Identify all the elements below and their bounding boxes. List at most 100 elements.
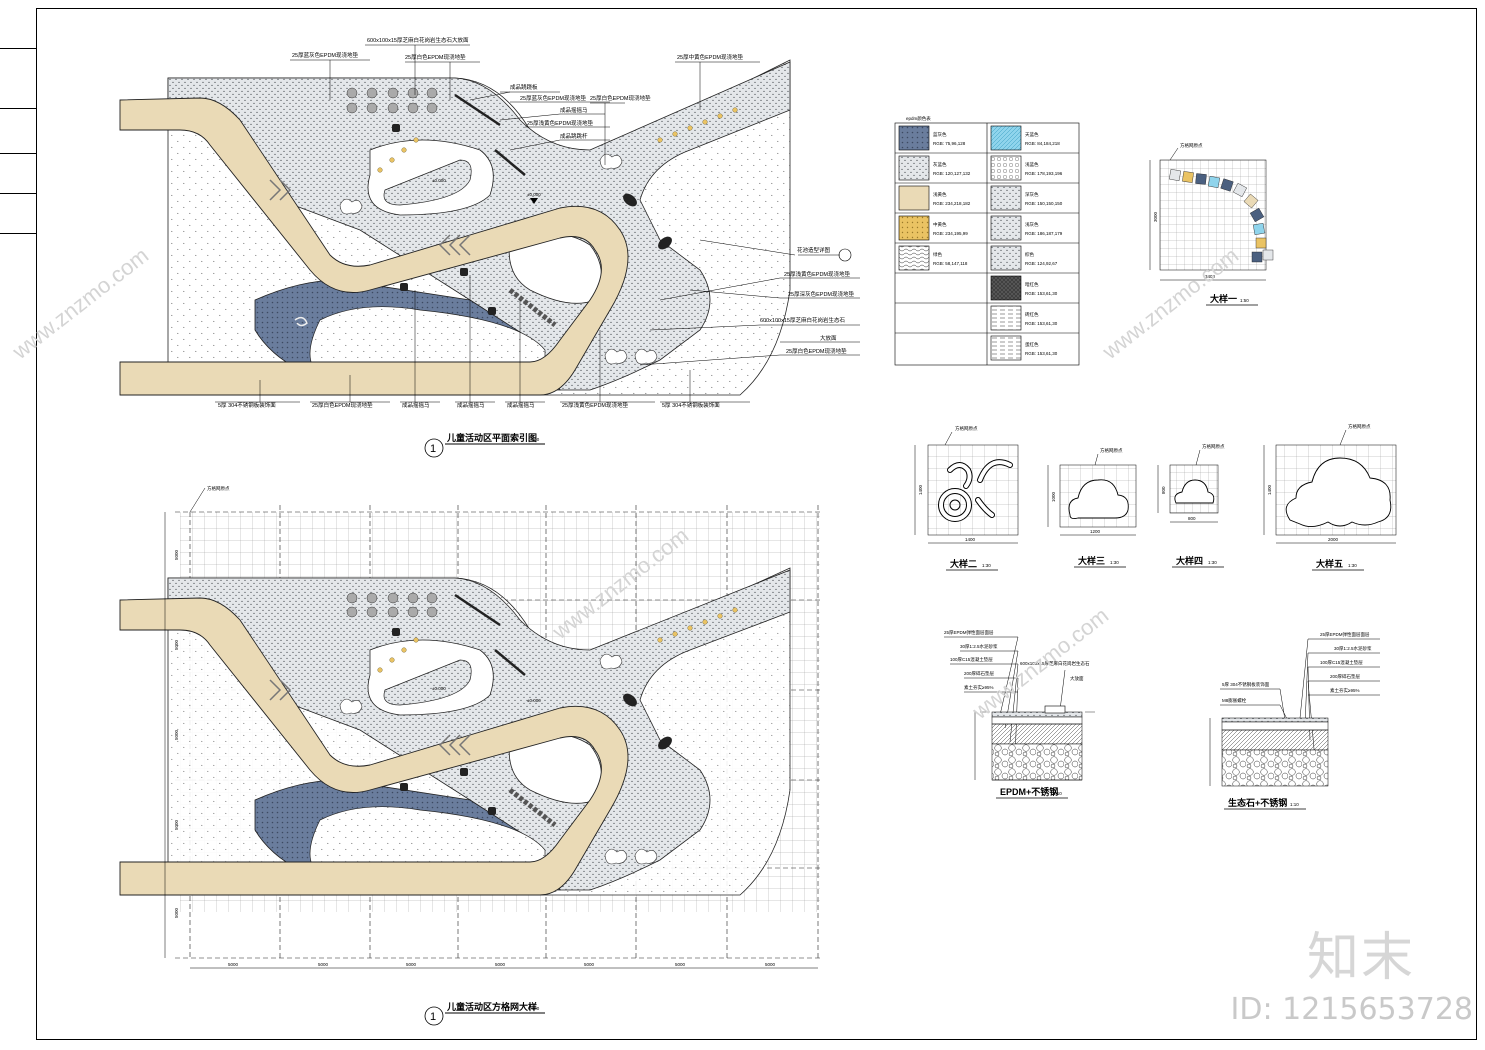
legend-swatch-0 <box>898 125 930 151</box>
plan2-elevation-1: ±0.000 <box>432 686 446 691</box>
label-top-6: 成品摇摇马 <box>560 106 588 114</box>
plan1-title: 儿童活动区平面索引图 <box>446 432 537 443</box>
detail2-origin: 方格网原点 <box>955 425 978 432</box>
wm-site-1: www.znzmo.com <box>7 243 153 365</box>
legend-swatch-6 <box>898 215 930 241</box>
label-top-1: 25厚蓝灰色EPDM现浇地垫 <box>292 51 359 59</box>
legend-rgb-7: RGB: 186,187,179 <box>1025 231 1063 236</box>
label-top-8: 成品跳跳杆 <box>560 132 588 140</box>
dim-b-1: 5000 <box>318 962 329 967</box>
detail2-width: 1400 <box>965 537 976 542</box>
legend-rgb-3: RGB: 178,193,196 <box>1025 171 1063 176</box>
legend-rgb-6: RGB: 234,195,99 <box>933 231 968 236</box>
detail1-origin: 方格网原点 <box>1180 142 1203 149</box>
detail4-title: 大样四 <box>1176 555 1203 566</box>
legend-name-7: 浅灰色 <box>1025 221 1039 228</box>
label-top-3: 25厚中黄色EPDM现浇地垫 <box>677 53 744 61</box>
plan-grid-drawing: ±0.000 ±0.000 方格网原点 <box>119 485 822 960</box>
s1-layer-4: 素土夯实≥95% <box>964 684 993 691</box>
label-right-3: 600x100x15厚芝麻白花岗岩生态石 <box>760 316 845 324</box>
label-top-2: 25厚白色EPDM现浇地垫 <box>405 53 466 61</box>
plan2-title: 儿童活动区方格网大样 <box>446 1001 537 1012</box>
label-right-4: 大放面 <box>820 334 837 342</box>
s2-side-1: M8膨胀螺栓 <box>1222 697 1247 704</box>
detail1-scale: 1:50 <box>1240 298 1249 303</box>
plan2-caption: 1 儿童活动区方格网大样 1:100 <box>424 1001 545 1026</box>
detail1-width: 3400 <box>1205 274 1216 279</box>
legend-name-3: 浅蓝色 <box>1025 161 1039 167</box>
label-bottom-1: 25厚白色EPDM现浇地垫 <box>312 401 373 409</box>
s1-layer-0: 25厚EPDM弹性面层面层 <box>944 629 994 636</box>
section-ecostone: 25厚EPDM弹性面层面层 30厚1:2.5水泥砂浆 100厚C15混凝土垫层 … <box>1209 631 1380 810</box>
s1-layer-3: 200厚碎石垫层 <box>964 670 995 677</box>
legend-rgb-5: RGB: 150,150,150 <box>1025 201 1063 206</box>
dim-b-2: 5000 <box>406 962 417 967</box>
legend-swatch-3 <box>990 155 1022 181</box>
legend-swatch-4 <box>898 185 930 211</box>
legend-name-15: 蛋红色 <box>1025 341 1039 348</box>
legend-rgb-1: RGB: 84,184,218 <box>1025 141 1060 146</box>
detail5-title: 大样五 <box>1316 558 1343 569</box>
legend-name-8: 绿色 <box>933 251 942 257</box>
label-top-9: 25厚白色EPDM现浇地垫 <box>590 94 651 102</box>
legend-rgb-2: RGB: 120,127,132 <box>933 171 971 176</box>
plan2-dimensions: 5000 5000 5000 5000 5000 5000 5000 5000 … <box>164 512 818 969</box>
s1-side-0: 600x100x15厚芝麻白花岗岩生态石 <box>1020 660 1090 667</box>
detail3-scale: 1:30 <box>1110 560 1119 565</box>
dim-b-3: 5000 <box>495 962 506 967</box>
detail3-width: 1200 <box>1090 529 1101 534</box>
s1-side-1: 大放面 <box>1070 675 1084 682</box>
legend-title: epdm颜色表 <box>906 115 931 122</box>
legend-name-6: 中黄色 <box>933 221 947 228</box>
legend-rgb-8: RGB: 58,147,118 <box>933 261 968 266</box>
plan1-caption: 1 儿童活动区平面索引图 1:100 <box>424 432 545 458</box>
label-bottom-4: 成品摇摇马 <box>507 401 535 409</box>
s1-title: EPDM+不锈钢 <box>1000 786 1058 797</box>
detail4-height: 800 <box>1161 486 1166 494</box>
label-right-0: 花池造型详图 <box>797 246 831 254</box>
legend-name-2: 灰蓝色 <box>933 161 947 168</box>
legend-swatch-7 <box>990 215 1022 241</box>
detail5-scale: 1:30 <box>1348 563 1357 568</box>
dim-b-6: 5000 <box>765 962 776 967</box>
dim-b-5: 5000 <box>675 962 686 967</box>
plan1-leaders <box>215 44 860 403</box>
plan2-elevation-2: ±0.000 <box>527 698 541 703</box>
plan1-labels: 600x100x15厚芝麻白花岗岩生态石大放面 25厚蓝灰色EPDM现浇地垫 2… <box>218 36 855 409</box>
dim-l-4: 5000 <box>174 907 179 918</box>
legend-name-11: 暗红色 <box>1025 281 1039 288</box>
legend-name-4: 浅黄色 <box>933 191 947 198</box>
label-right-1: 25厚浅黄色EPDM现浇地垫 <box>784 270 851 278</box>
s1-layer-1: 30厚1:2.5水泥砂浆 <box>960 643 998 650</box>
s1-layer-2: 100厚C15混凝土垫层 <box>950 656 993 663</box>
legend-swatch-9 <box>990 245 1022 271</box>
label-bottom-0: 5厚 304不锈钢板装饰面 <box>218 401 276 409</box>
label-right-2: 25厚深灰色EPDM现浇地垫 <box>788 290 855 298</box>
section-epdm: 25厚EPDM弹性面层面层 30厚1:2.5水泥砂浆 100厚C15混凝土垫层 … <box>944 629 1095 799</box>
legend-name-1: 天蓝色 <box>1025 131 1039 138</box>
plan1-scale: 1:100 <box>528 437 540 442</box>
legend-rgb-4: RGB: 234,218,182 <box>933 201 971 206</box>
s2-layer-0: 25厚EPDM弹性面层面层 <box>1320 631 1370 638</box>
label-bottom-2: 成品摇摇马 <box>402 401 430 409</box>
detail-5: 2000 1400 方格网原点 大样五 1:30 <box>1263 423 1397 571</box>
detail2-title: 大样二 <box>950 558 977 569</box>
detail3-height: 1000 <box>1051 491 1056 502</box>
s2-title: 生态石+不锈钢 <box>1228 797 1287 808</box>
label-bottom-3: 成品摇摇马 <box>457 401 485 409</box>
detail1-height: 3000 <box>1153 211 1158 222</box>
label-right-5: 25厚白色EPDM现浇地垫 <box>786 347 847 355</box>
legend-swatch-8 <box>898 245 930 271</box>
detail3-origin: 方格网原点 <box>1100 447 1123 454</box>
s2-side-0: 5厚 304不锈钢板装饰面 <box>1222 681 1270 688</box>
dim-b-0: 5000 <box>228 962 239 967</box>
plan2-scale: 1:100 <box>528 1006 540 1011</box>
legend-swatch-5 <box>990 185 1022 211</box>
label-top-0: 600x100x15厚芝麻白花岗岩生态石大放面 <box>367 36 469 44</box>
detail2-height: 1400 <box>918 484 923 495</box>
label-bottom-5: 25厚浅黄色EPDM现浇地垫 <box>562 401 629 409</box>
detail3-title: 大样三 <box>1078 555 1105 566</box>
dim-l-3: 5000 <box>174 819 179 830</box>
